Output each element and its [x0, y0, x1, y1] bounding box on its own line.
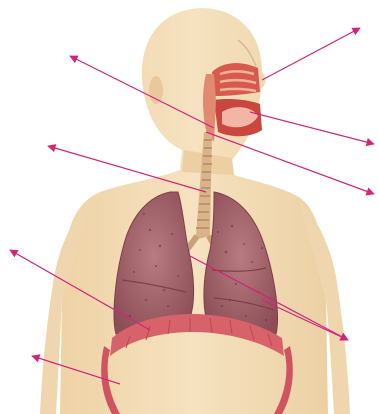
- body-silhouette: [40, 8, 350, 414]
- pointer-mouth: [250, 112, 374, 144]
- upper-airway: [203, 63, 262, 142]
- pointer-nose: [262, 28, 360, 80]
- ear: [149, 76, 163, 104]
